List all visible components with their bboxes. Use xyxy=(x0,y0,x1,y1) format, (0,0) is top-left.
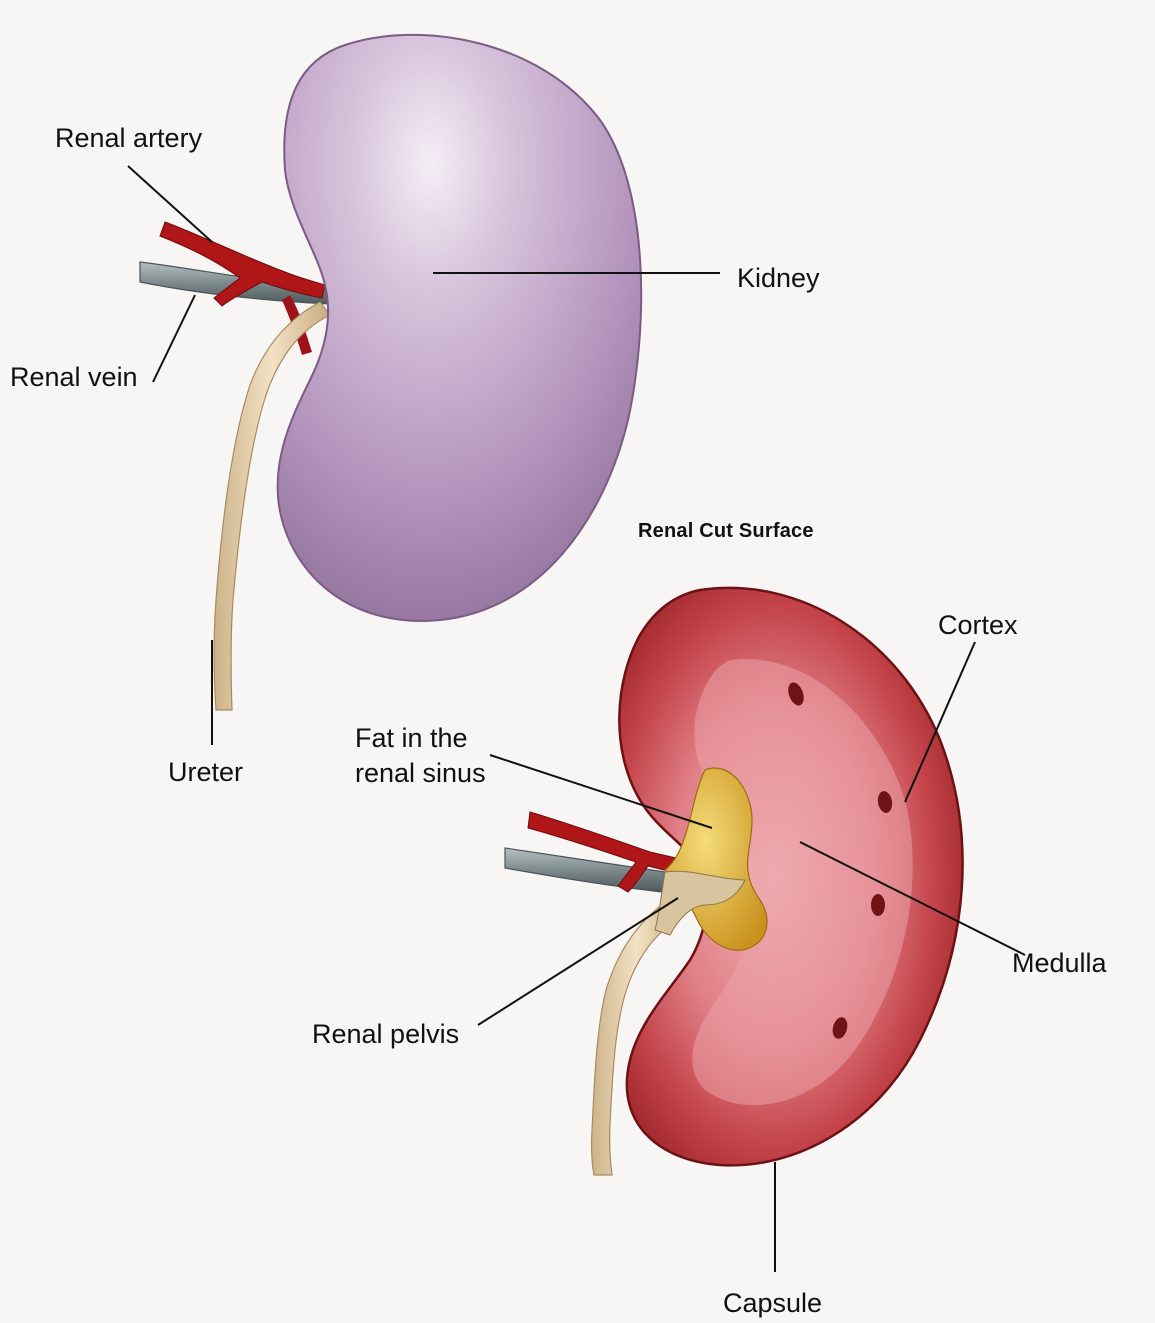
leader-renal-vein xyxy=(153,295,195,382)
section-title: Renal Cut Surface xyxy=(638,520,814,543)
label-renal-pelvis: Renal pelvis xyxy=(312,1018,459,1050)
leader-renal-pelvis xyxy=(478,898,678,1025)
label-fat-line1: Fat in the xyxy=(355,722,468,754)
label-kidney: Kidney xyxy=(737,262,820,294)
external-kidney xyxy=(140,35,641,710)
label-cortex: Cortex xyxy=(938,609,1018,641)
label-renal-artery: Renal artery xyxy=(55,122,202,154)
label-ureter: Ureter xyxy=(168,756,243,788)
label-fat-line2: renal sinus xyxy=(355,757,486,789)
label-renal-vein: Renal vein xyxy=(10,361,138,393)
renal-artery-vessel xyxy=(160,222,325,306)
vessel-cut xyxy=(871,894,885,916)
label-capsule: Capsule xyxy=(723,1287,822,1319)
label-medulla: Medulla xyxy=(1012,947,1107,979)
cut-kidney xyxy=(505,588,963,1175)
kidney-body xyxy=(278,35,642,621)
